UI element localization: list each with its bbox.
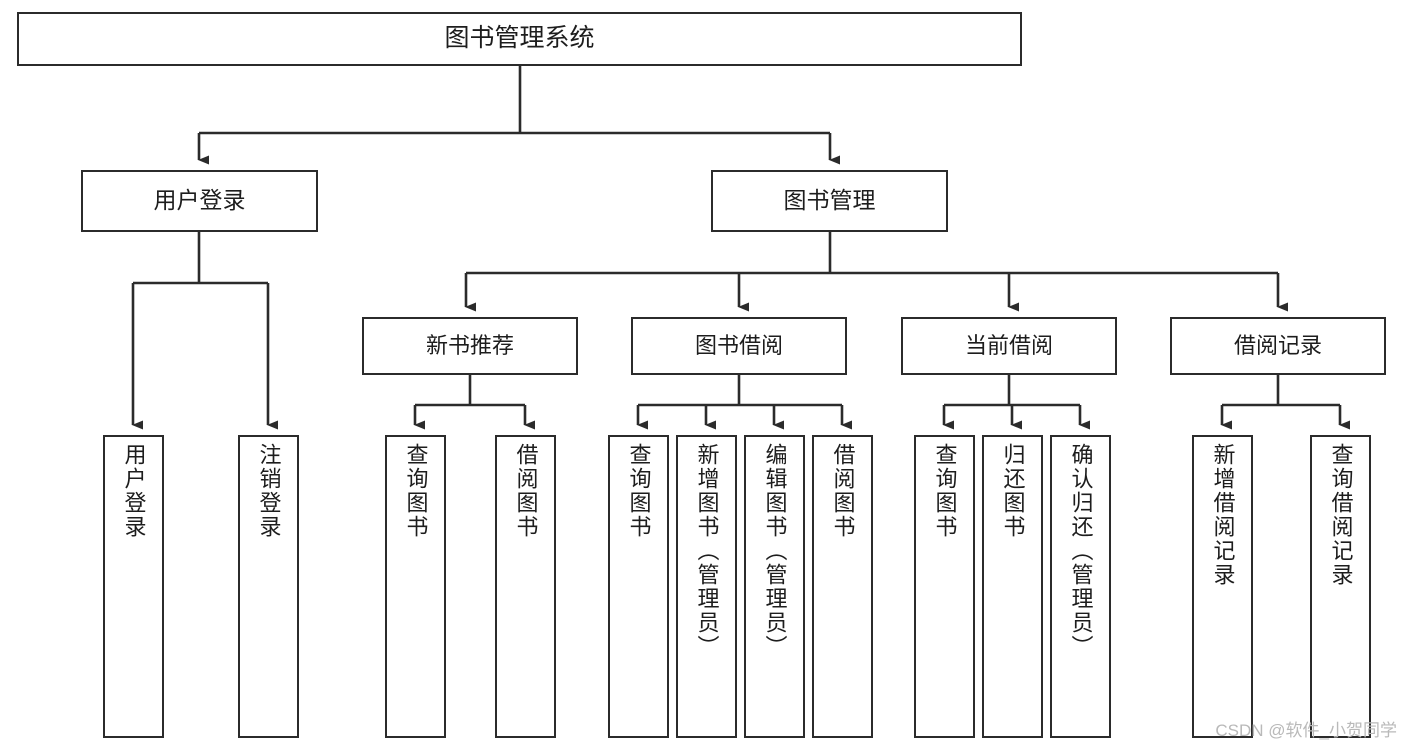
node-label: 确认归还（管理员）: [1068, 443, 1094, 659]
node-user-login[interactable]: 用户登录: [81, 170, 318, 232]
node-label: 图书管理: [783, 187, 876, 214]
node-label: 查询借阅记录: [1328, 443, 1354, 587]
node-book-management[interactable]: 图书管理: [711, 170, 948, 232]
leaf-add-book-admin[interactable]: 新增图书（管理员）: [676, 435, 737, 738]
node-label: 查询图书: [626, 443, 652, 539]
node-new-book-recommend[interactable]: 新书推荐: [362, 317, 578, 375]
leaf-edit-book-admin[interactable]: 编辑图书（管理员）: [744, 435, 805, 738]
leaf-borrow-book[interactable]: 借阅图书: [812, 435, 873, 738]
leaf-logout[interactable]: 注销登录: [238, 435, 299, 738]
node-label: 注销登录: [256, 443, 282, 539]
node-label: 归还图书: [1000, 443, 1026, 539]
node-borrow-record[interactable]: 借阅记录: [1170, 317, 1386, 375]
node-root-book-management-system[interactable]: 图书管理系统: [17, 12, 1022, 66]
node-label: 查询图书: [932, 443, 958, 539]
node-label: 借阅图书: [830, 443, 856, 539]
leaf-return-book[interactable]: 归还图书: [982, 435, 1043, 738]
node-label: 图书管理系统: [444, 24, 595, 53]
node-book-borrow[interactable]: 图书借阅: [631, 317, 847, 375]
node-label: 编辑图书（管理员）: [762, 443, 788, 659]
leaf-confirm-return-admin[interactable]: 确认归还（管理员）: [1050, 435, 1111, 738]
node-label: 用户登录: [121, 443, 147, 539]
node-label: 当前借阅: [964, 333, 1053, 359]
node-label: 查询图书: [403, 443, 429, 539]
leaf-borrow-query-book[interactable]: 查询图书: [608, 435, 669, 738]
leaf-current-query-book[interactable]: 查询图书: [914, 435, 975, 738]
leaf-add-borrow-record[interactable]: 新增借阅记录: [1192, 435, 1253, 738]
node-current-borrow[interactable]: 当前借阅: [901, 317, 1117, 375]
leaf-new-book-borrow[interactable]: 借阅图书: [495, 435, 556, 738]
node-label: 用户登录: [153, 187, 246, 214]
node-label: 新书推荐: [425, 333, 514, 359]
leaf-user-login[interactable]: 用户登录: [103, 435, 164, 738]
node-label: 借阅记录: [1233, 333, 1322, 359]
leaf-query-borrow-record[interactable]: 查询借阅记录: [1310, 435, 1371, 738]
node-label: 新增图书（管理员）: [694, 443, 720, 659]
node-label: 新增借阅记录: [1210, 443, 1236, 587]
node-label: 借阅图书: [513, 443, 539, 539]
node-label: 图书借阅: [694, 333, 783, 359]
leaf-new-book-query[interactable]: 查询图书: [385, 435, 446, 738]
